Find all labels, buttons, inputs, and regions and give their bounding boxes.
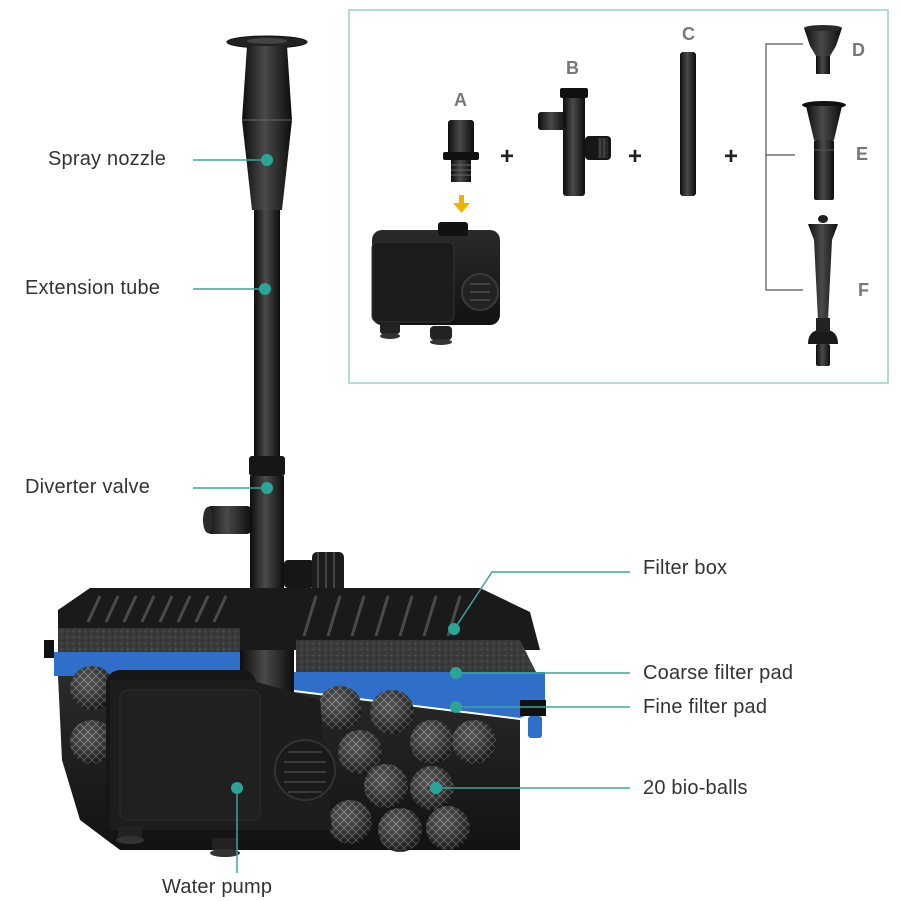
part-f-nozzle	[808, 215, 838, 366]
down-arrow-icon	[453, 195, 470, 213]
part-letter-a: A	[454, 90, 467, 110]
main-extension-tube	[254, 210, 280, 458]
part-a-adapter	[443, 120, 479, 182]
small-pump	[371, 222, 500, 345]
bio-balls	[70, 666, 496, 852]
part-letter-f: F	[858, 280, 869, 300]
label-water-pump: Water pump	[162, 876, 273, 898]
plus-sign-2: +	[628, 143, 643, 170]
label-fine-filter-pad: Fine filter pad	[643, 696, 768, 718]
accessory-bracket	[765, 43, 803, 291]
main-water-pump	[106, 670, 336, 857]
part-letter-b: B	[566, 58, 579, 78]
plus-sign-1: +	[500, 143, 515, 170]
label-extension-tube: Extension tube	[25, 277, 161, 299]
leader-lines	[193, 159, 630, 873]
coarse-filter-pad-shape	[58, 628, 540, 680]
label-diverter-valve: Diverter valve	[25, 476, 151, 498]
part-letter-c: C	[682, 24, 695, 44]
plus-sign-3: +	[724, 143, 739, 170]
callout-dots	[231, 154, 462, 794]
part-letter-d: D	[852, 40, 865, 60]
label-filter-box: Filter box	[643, 557, 728, 579]
part-c-tube	[680, 52, 696, 196]
main-spray-nozzle	[226, 35, 308, 210]
label-spray-nozzle: Spray nozzle	[48, 148, 167, 170]
part-b-t-valve	[538, 88, 611, 196]
label-bio-balls: 20 bio-balls	[643, 777, 748, 799]
part-e-nozzle	[802, 101, 846, 200]
part-letter-e: E	[856, 144, 869, 164]
accessory-panel	[348, 9, 889, 384]
fine-filter-pad-shape	[54, 652, 545, 718]
label-coarse-filter-pad: Coarse filter pad	[643, 662, 794, 684]
part-d-nozzle	[804, 25, 842, 74]
